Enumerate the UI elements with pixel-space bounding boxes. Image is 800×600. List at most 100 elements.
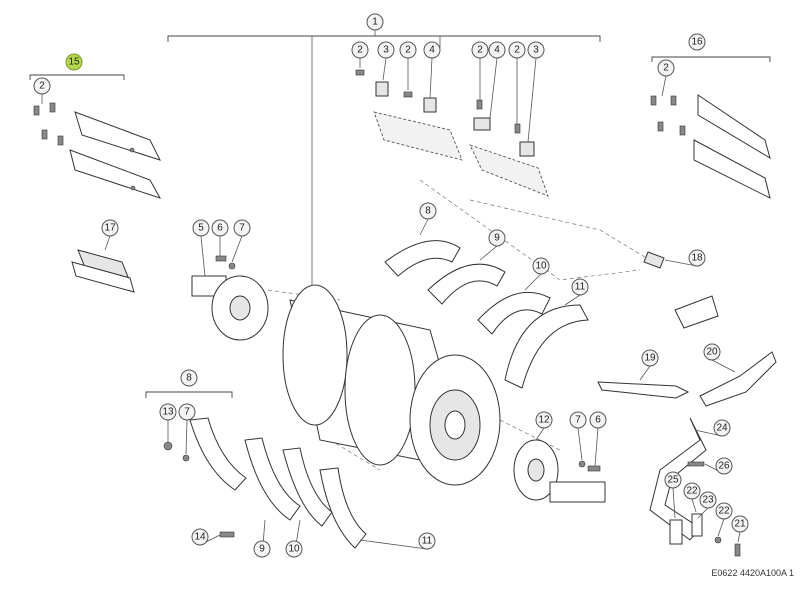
callout-c13[interactable]: 13 [159, 403, 177, 421]
callout-label: 4 [494, 45, 500, 56]
stub-shaft-12 [513, 439, 606, 503]
callout-circle [423, 41, 441, 59]
callout-circle [178, 403, 196, 421]
segment-9-upper [427, 263, 506, 305]
callout-circle [688, 249, 706, 267]
callout-c2a[interactable]: 2 [351, 41, 369, 59]
callout-c3b[interactable]: 3 [527, 41, 545, 59]
callout-circle [657, 59, 675, 77]
callout-circle [351, 41, 369, 59]
callout-c2e[interactable]: 2 [33, 77, 51, 95]
callout-c2f[interactable]: 2 [657, 59, 675, 77]
dashed-plate-left [373, 111, 463, 161]
callout-c8b[interactable]: 8 [180, 369, 198, 387]
callout-c19[interactable]: 19 [641, 349, 659, 367]
callout-label: 13 [162, 407, 174, 418]
callout-c14[interactable]: 14 [191, 528, 209, 546]
callout-c9a[interactable]: 9 [488, 229, 506, 247]
callout-circle [715, 502, 733, 520]
leader-line-c7c [577, 427, 583, 461]
callout-circle [532, 257, 550, 275]
callout-c24[interactable]: 24 [713, 419, 731, 437]
callout-circle [253, 540, 271, 558]
callout-c26[interactable]: 26 [715, 457, 733, 475]
callout-circle [233, 219, 251, 237]
callout-circle [211, 219, 229, 237]
callout-c6a[interactable]: 6 [211, 219, 229, 237]
callout-c21[interactable]: 21 [731, 515, 749, 533]
threshing-drum [282, 284, 501, 486]
callout-c25[interactable]: 25 [664, 471, 682, 489]
callout-label: 2 [663, 63, 669, 74]
callout-c2d[interactable]: 2 [508, 41, 526, 59]
callout-c15[interactable]: 15 [65, 53, 83, 71]
callout-c4b[interactable]: 4 [488, 41, 506, 59]
callout-label: 23 [702, 495, 714, 506]
callout-c17[interactable]: 17 [101, 219, 119, 237]
leader-line-c9a [479, 245, 498, 261]
callout-circle [703, 343, 721, 361]
callout-label: 6 [217, 223, 223, 234]
callout-c11a[interactable]: 11 [571, 278, 589, 296]
callout-label: 9 [259, 544, 265, 555]
callout-c12[interactable]: 12 [535, 411, 553, 429]
drawing-reference-code: E0622 4420A100A 1 [711, 568, 794, 578]
bracket-part-17 [71, 249, 135, 293]
leader-line-c7b [185, 419, 188, 455]
callout-circle [488, 229, 506, 247]
callout-c2c[interactable]: 2 [471, 41, 489, 59]
callout-circle [418, 532, 436, 550]
leader-line-c4b [489, 57, 498, 119]
callout-c22a[interactable]: 22 [683, 482, 701, 500]
leader-line-c22b [717, 518, 725, 537]
callout-label: 12 [538, 415, 550, 426]
callout-circle [471, 41, 489, 59]
callout-label: 11 [422, 536, 433, 547]
callout-c2b[interactable]: 2 [399, 41, 417, 59]
small-parts-21-25 [669, 513, 741, 557]
bracket-8-lower [145, 391, 233, 398]
callout-c18[interactable]: 18 [688, 249, 706, 267]
callout-label: 26 [718, 461, 730, 472]
callout-circle [180, 369, 198, 387]
callout-circle [366, 13, 384, 31]
callout-label: 5 [198, 223, 204, 234]
leader-line-c25 [672, 487, 676, 519]
callout-circle [191, 528, 209, 546]
callout-c8a[interactable]: 8 [419, 202, 437, 220]
dashed-plate-right [469, 144, 549, 197]
callout-circle [508, 41, 526, 59]
callout-c1[interactable]: 1 [366, 13, 384, 31]
callout-c23[interactable]: 23 [699, 491, 717, 509]
callout-c3a[interactable]: 3 [377, 41, 395, 59]
callout-circle [192, 219, 210, 237]
callout-c9b[interactable]: 9 [253, 540, 271, 558]
callout-c10b[interactable]: 10 [285, 540, 303, 558]
clip-18 [643, 251, 719, 329]
callout-c7b[interactable]: 7 [178, 403, 196, 421]
callout-c20[interactable]: 20 [703, 343, 721, 361]
leader-line-c23 [697, 507, 709, 519]
callout-label: 7 [184, 407, 190, 418]
callout-c7a[interactable]: 7 [233, 219, 251, 237]
leader-line-c3a [382, 57, 387, 81]
callout-circle [285, 540, 303, 558]
callout-c22b[interactable]: 22 [715, 502, 733, 520]
callout-c7c[interactable]: 7 [569, 411, 587, 429]
nuts-top [355, 69, 535, 157]
callout-c16[interactable]: 16 [688, 33, 706, 51]
callout-c10a[interactable]: 10 [532, 257, 550, 275]
callout-c6b[interactable]: 6 [589, 411, 607, 429]
callout-c4a[interactable]: 4 [423, 41, 441, 59]
bolts-13-14 [163, 441, 235, 538]
callout-label: 10 [535, 261, 547, 272]
callout-c5[interactable]: 5 [192, 219, 210, 237]
tool-20 [699, 351, 777, 407]
bracket-15 [29, 74, 125, 80]
callout-circle [399, 41, 417, 59]
callout-label: 19 [644, 353, 656, 364]
callout-c11b[interactable]: 11 [418, 532, 436, 550]
callout-label: 2 [357, 45, 363, 56]
callout-label: 1 [372, 17, 378, 28]
